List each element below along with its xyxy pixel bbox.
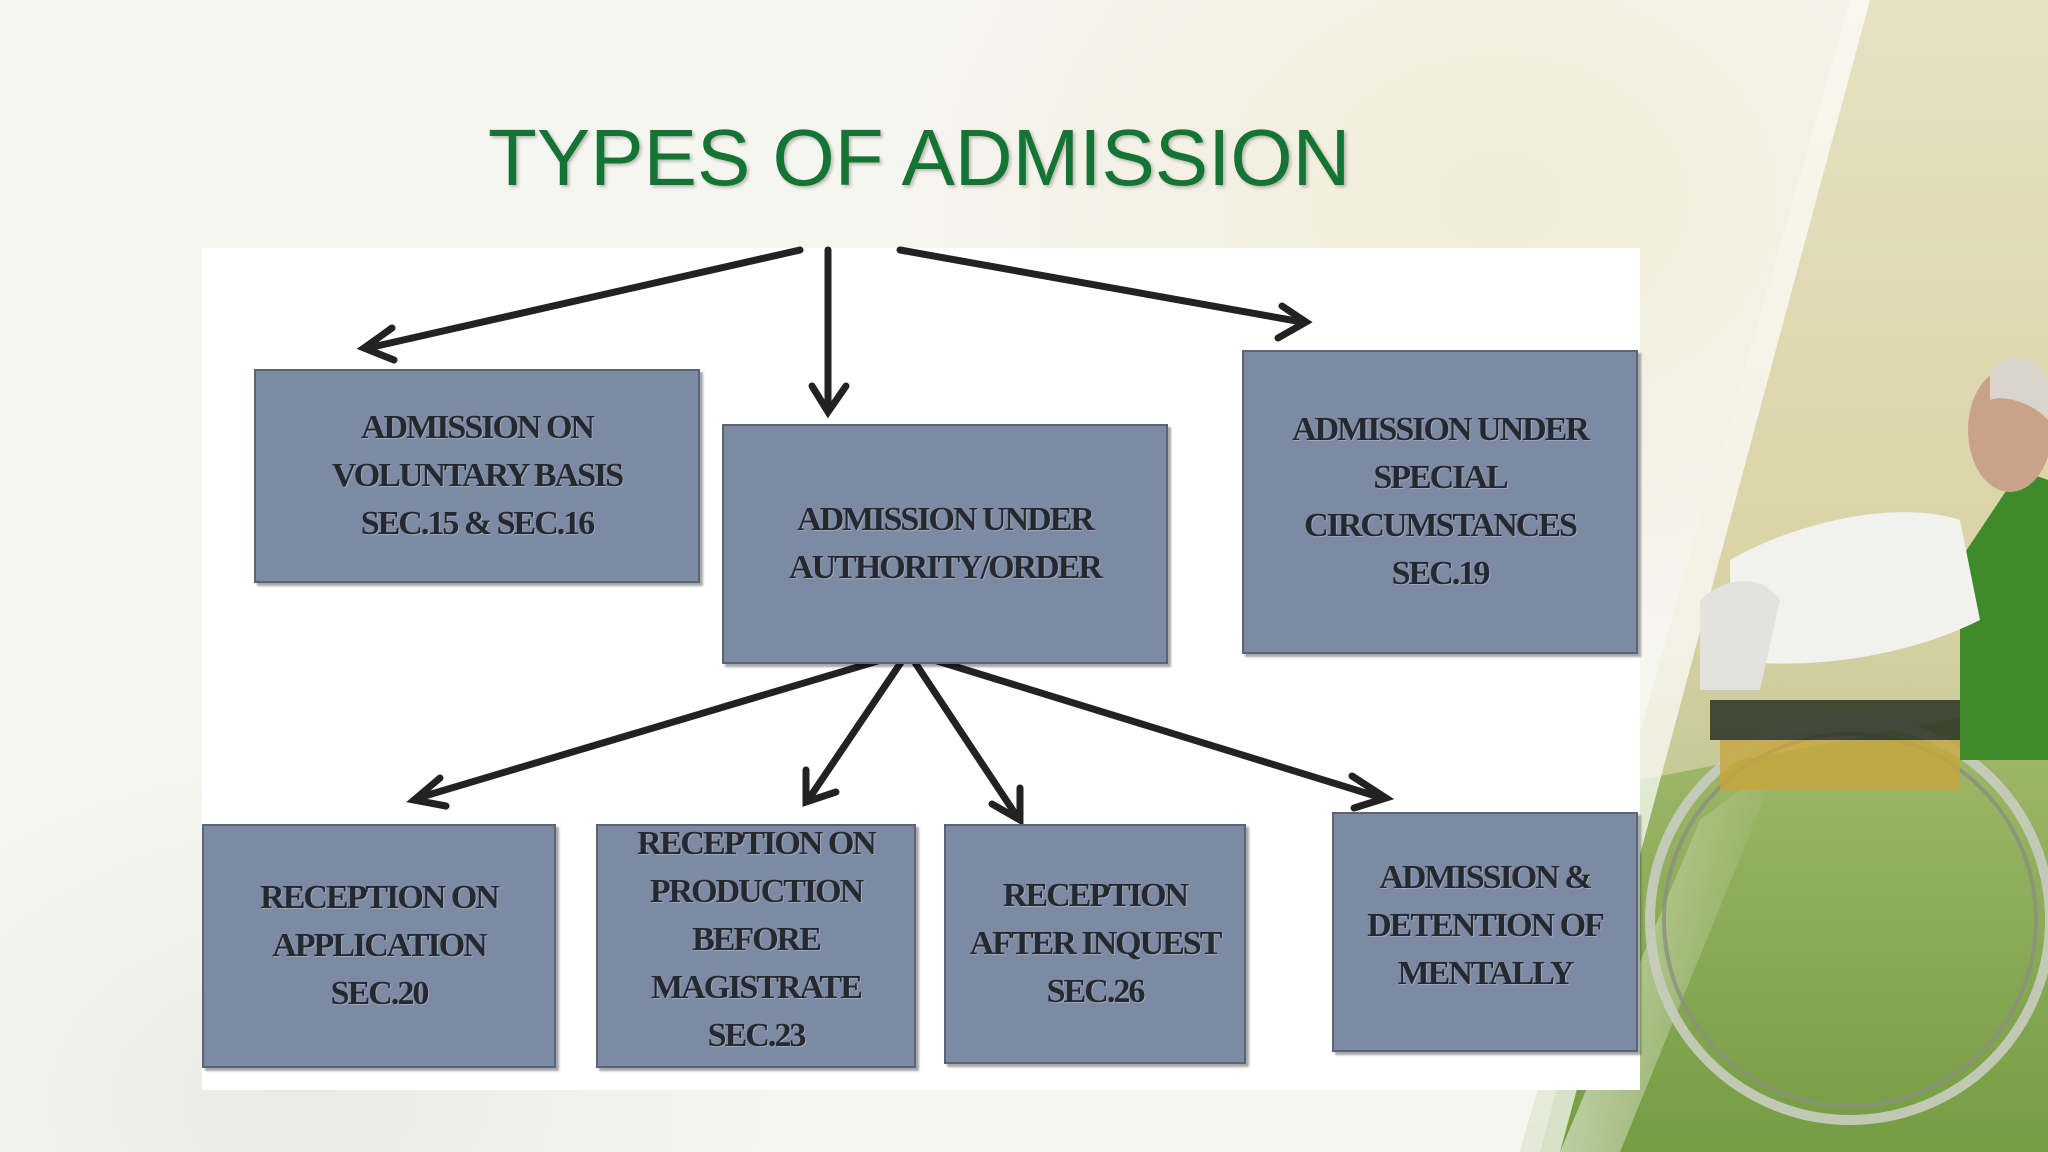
node-label: ADMISSION UNDER AUTHORITY/ORDER (789, 501, 1103, 586)
arrow-to-detention (904, 648, 1386, 802)
node-label: RECEPTION ON APPLICATION SEC.20 (260, 879, 500, 1012)
node-special-circumstances: ADMISSION UNDER SPECIAL CIRCUMSTANCES SE… (1242, 350, 1638, 654)
arrow-head-detention (1348, 772, 1395, 812)
node-label: RECEPTION ON PRODUCTION BEFORE MAGISTRAT… (637, 825, 877, 1054)
node-label: ADMISSION ON VOLUNTARY BASIS SEC.15 & SE… (331, 409, 624, 542)
arrow-to-inquest (904, 648, 1022, 822)
arrow-head-authority (808, 382, 850, 419)
slide-title: TYPES OF ADMISSION (488, 113, 1351, 202)
arrow-to-production (804, 648, 912, 804)
arrow-head-voluntary (356, 324, 398, 364)
arrow-to-application (414, 648, 912, 802)
node-reception-application: RECEPTION ON APPLICATION SEC.20 (202, 824, 556, 1068)
arrow-head-production (802, 766, 840, 807)
arrow-to-special (896, 246, 1306, 326)
node-reception-inquest: RECEPTION AFTER INQUEST SEC.26 (944, 824, 1246, 1064)
arrow-to-voluntary (364, 246, 804, 352)
node-label: RECEPTION AFTER INQUEST SEC.26 (969, 877, 1223, 1010)
node-voluntary-admission: ADMISSION ON VOLUNTARY BASIS SEC.15 & SE… (254, 369, 700, 583)
node-detention-mentally: ADMISSION & DETENTION OF MENTALLY (1332, 812, 1638, 1052)
node-label: ADMISSION UNDER SPECIAL CIRCUMSTANCES SE… (1292, 411, 1590, 592)
node-label: ADMISSION & DETENTION OF MENTALLY (1367, 859, 1605, 992)
node-authority-admission: ADMISSION UNDER AUTHORITY/ORDER (722, 424, 1168, 664)
arrow-head-application (406, 774, 450, 810)
arrow-head-special (1274, 302, 1313, 342)
arrow-head-inquest (988, 784, 1024, 827)
node-reception-production: RECEPTION ON PRODUCTION BEFORE MAGISTRAT… (596, 824, 916, 1068)
